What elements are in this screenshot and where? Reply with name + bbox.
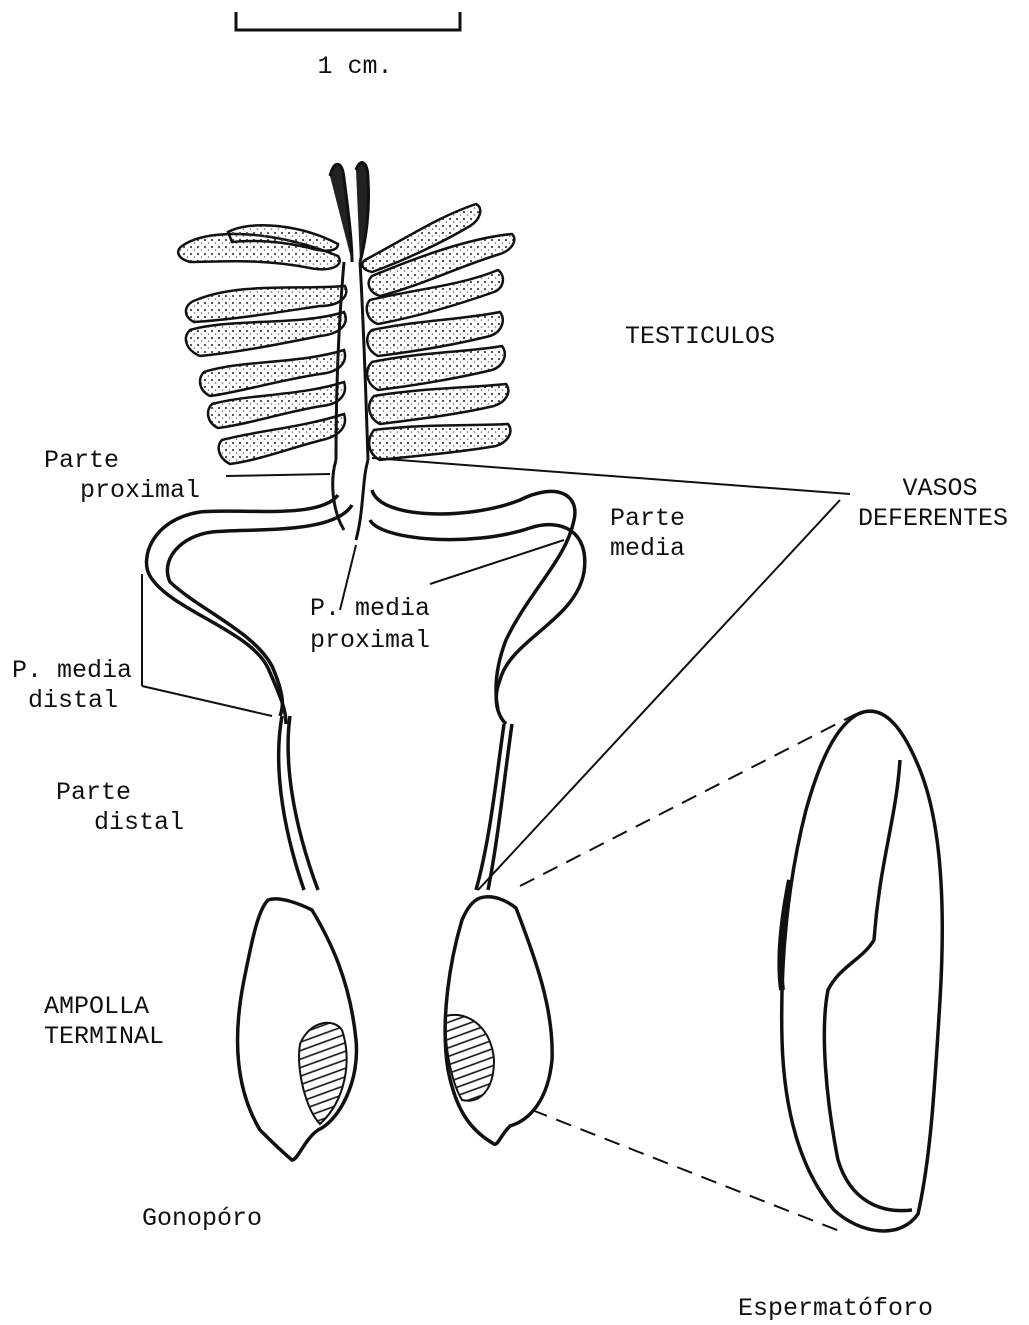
label-parte-media-line2: media — [610, 534, 685, 563]
testis-lobes — [178, 204, 514, 464]
label-parte-media-line1: Parte — [610, 504, 685, 533]
vasa-deferentia — [147, 490, 585, 890]
spermatophore — [780, 711, 942, 1231]
scale-bar-label: 1 cm. — [290, 52, 420, 81]
label-ampolla-terminal-line2: TERMINAL — [44, 1022, 164, 1051]
label-parte-proximal-line1: Parte — [44, 446, 119, 475]
scale-bar — [236, 12, 460, 30]
label-p-media-proximal-line2: proximal — [310, 626, 430, 655]
label-p-media-proximal-line1: P. media — [310, 594, 430, 623]
label-parte-proximal-line2: proximal — [80, 476, 200, 505]
label-p-media-distal-line1: P. media — [12, 656, 132, 685]
label-testiculos: TESTICULOS — [625, 322, 775, 351]
label-p-media-distal-line2: distal — [28, 686, 118, 715]
terminal-ampullae — [237, 897, 552, 1160]
label-gonoporo: Gonopóro — [142, 1204, 262, 1233]
label-vasos-deferentes-line2: DEFERENTES — [858, 504, 1008, 533]
label-parte-distal-line2: distal — [94, 808, 184, 837]
label-espermatoforo: Espermatóforo — [738, 1294, 933, 1323]
label-vasos-deferentes-line1: VASOS — [860, 474, 1020, 503]
label-parte-distal-line1: Parte — [56, 778, 131, 807]
label-ampolla-terminal-line1: AMPOLLA — [44, 992, 149, 1021]
